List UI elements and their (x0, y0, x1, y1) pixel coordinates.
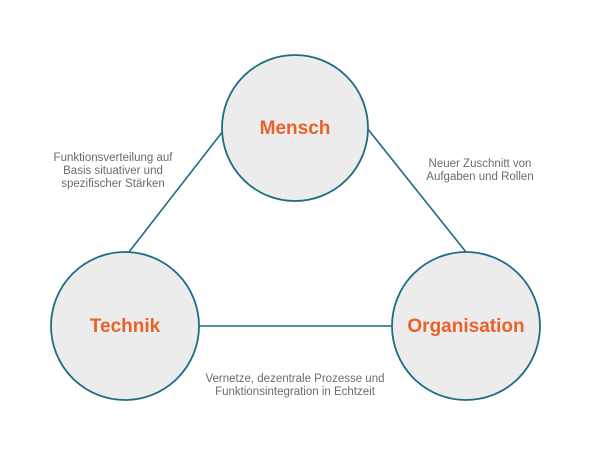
node-circle-technik (50, 251, 200, 401)
node-label-organisation: Organisation (407, 316, 525, 337)
node-label-mensch: Mensch (259, 118, 331, 139)
edge-label-technik-organisation: Vernetze, dezentrale Prozesse und Funkti… (205, 373, 385, 398)
node-label-technik: Technik (89, 316, 161, 337)
edge-label-mensch-organisation: Neuer Zuschnitt von Aufgaben und Rollen (426, 158, 534, 183)
edge-line-mensch-organisation (366, 127, 467, 253)
edge-label-mensch-technik: Funktionsverteilung auf Basis situativer… (53, 152, 173, 190)
node-circle-organisation (391, 251, 541, 401)
edge-line-mensch-technik (128, 130, 224, 253)
node-circle-mensch (221, 54, 369, 202)
